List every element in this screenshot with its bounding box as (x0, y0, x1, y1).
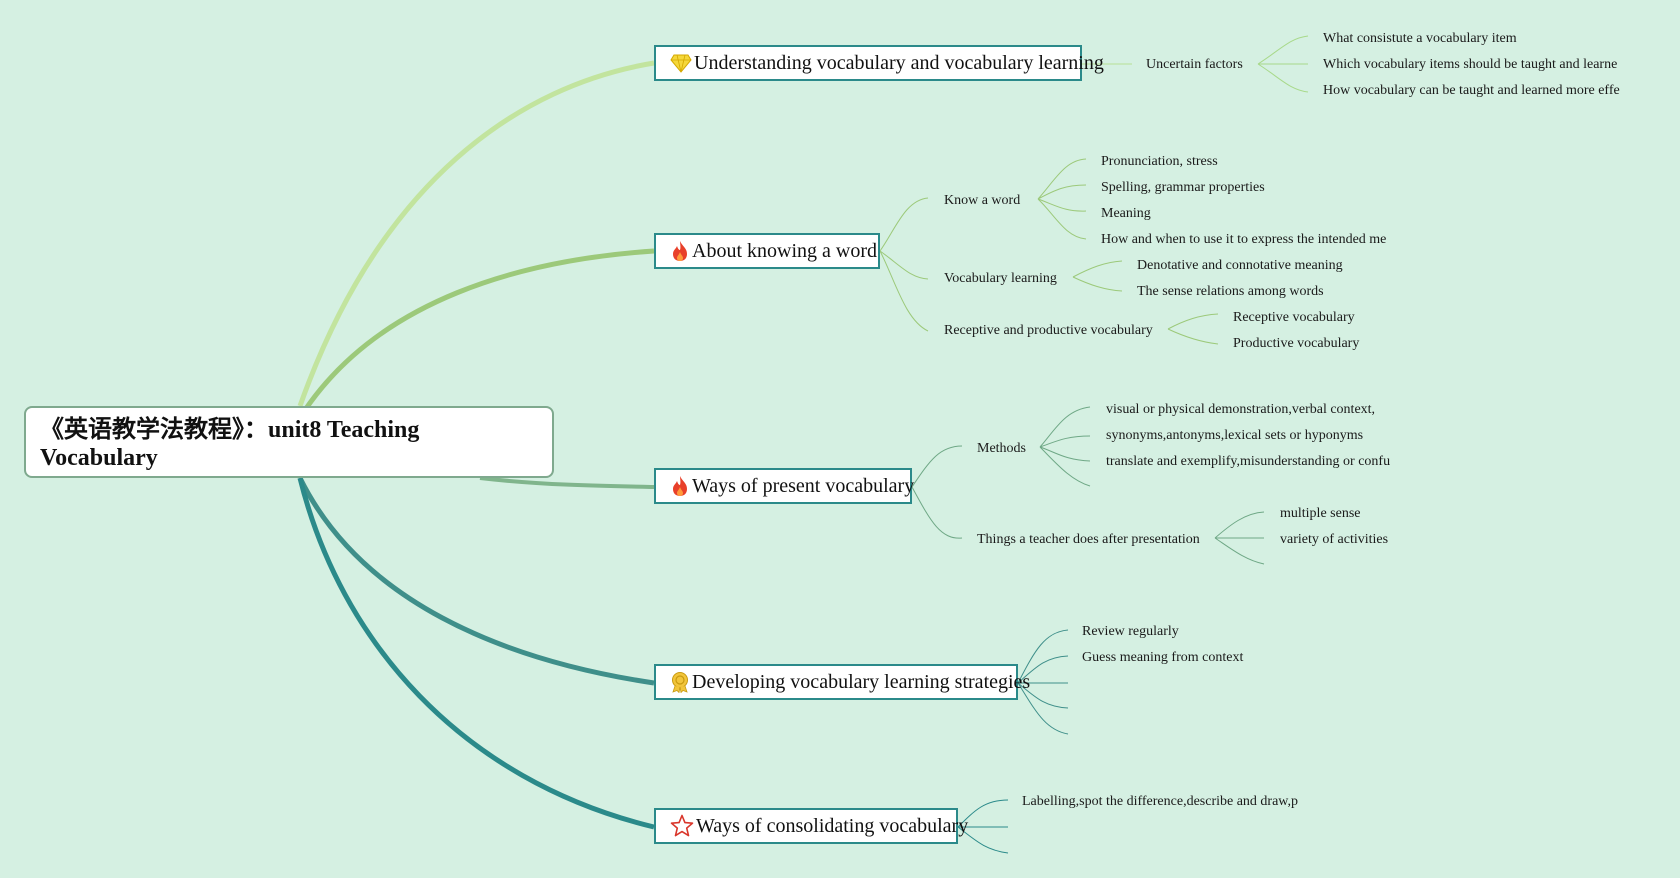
root-title: 《英语教学法教程》：unit8 Teaching Vocabulary (40, 417, 420, 471)
leaf-item[interactable]: synonyms,antonyms,lexical sets or hypony… (1106, 428, 1364, 443)
subtopic-uncertain-factors[interactable]: Uncertain factors (1146, 57, 1243, 72)
leaf-item[interactable]: The sense relations among words (1137, 284, 1324, 299)
leaf-item[interactable]: Pronunciation, stress (1101, 154, 1218, 169)
leaf-item[interactable]: Which vocabulary items should be taught … (1323, 57, 1618, 72)
leaf-item[interactable]: Meaning (1101, 206, 1151, 221)
fire-icon (670, 474, 690, 498)
connector-branch-2 (302, 248, 655, 412)
leaf-item[interactable]: How vocabulary can be taught and learned… (1323, 83, 1620, 98)
medal-icon (670, 670, 690, 694)
connector-branch-4 (297, 476, 655, 686)
branch-understanding-vocabulary[interactable]: Understanding vocabulary and vocabulary … (654, 45, 1104, 81)
connector-branch-3 (479, 476, 655, 489)
branch-developing-strategies[interactable]: Developing vocabulary learning strategie… (654, 664, 1030, 700)
leaf-item[interactable]: translate and exemplify,misunderstanding… (1106, 454, 1391, 469)
diamond-icon (670, 51, 692, 75)
branch-label: Developing vocabulary learning strategie… (692, 670, 1031, 693)
branch-ways-of-consolidating[interactable]: Ways of consolidating vocabulary (654, 808, 968, 844)
leaf-item[interactable]: multiple sense (1280, 506, 1361, 521)
connector-branch-1 (297, 60, 655, 407)
branch-label: Understanding vocabulary and vocabulary … (694, 51, 1104, 74)
leaf-item[interactable]: Productive vocabulary (1233, 336, 1360, 351)
subtopic-receptive-productive[interactable]: Receptive and productive vocabulary (944, 323, 1153, 338)
star-icon (670, 814, 694, 838)
leaf-item[interactable]: Guess meaning from context (1082, 650, 1244, 665)
leaf-item[interactable]: Spelling, grammar properties (1101, 180, 1265, 195)
leaf-item[interactable]: Labelling,spot the difference,describe a… (1022, 794, 1299, 809)
branch-label: Ways of consolidating vocabulary (696, 814, 969, 837)
leaf-item[interactable]: variety of activities (1280, 532, 1389, 547)
branch-ways-of-present-vocabulary[interactable]: Ways of present vocabulary (654, 468, 915, 504)
root-topic[interactable]: 《英语教学法教程》：unit8 Teaching Vocabulary (24, 406, 554, 478)
subtopic-methods[interactable]: Methods (977, 441, 1026, 456)
leaf-item[interactable]: How and when to use it to express the in… (1101, 232, 1387, 247)
leaf-item[interactable]: Denotative and connotative meaning (1137, 258, 1343, 273)
subtopic-vocabulary-learning[interactable]: Vocabulary learning (944, 271, 1057, 286)
connector-branch-5 (297, 477, 655, 830)
subtopic-know-a-word[interactable]: Know a word (944, 193, 1021, 208)
leaf-item[interactable]: visual or physical demonstration,verbal … (1106, 402, 1376, 417)
fire-icon (670, 239, 690, 263)
subtopic-after-presentation[interactable]: Things a teacher does after presentation (977, 532, 1200, 547)
leaf-item[interactable]: What consistute a vocabulary item (1323, 31, 1517, 46)
branch-label: Ways of present vocabulary (692, 474, 915, 497)
leaf-item[interactable]: Review regularly (1082, 624, 1179, 639)
leaf-item[interactable]: Receptive vocabulary (1233, 310, 1355, 325)
branch-about-knowing-a-word[interactable]: About knowing a word (654, 233, 880, 269)
branch-label: About knowing a word (692, 239, 877, 262)
